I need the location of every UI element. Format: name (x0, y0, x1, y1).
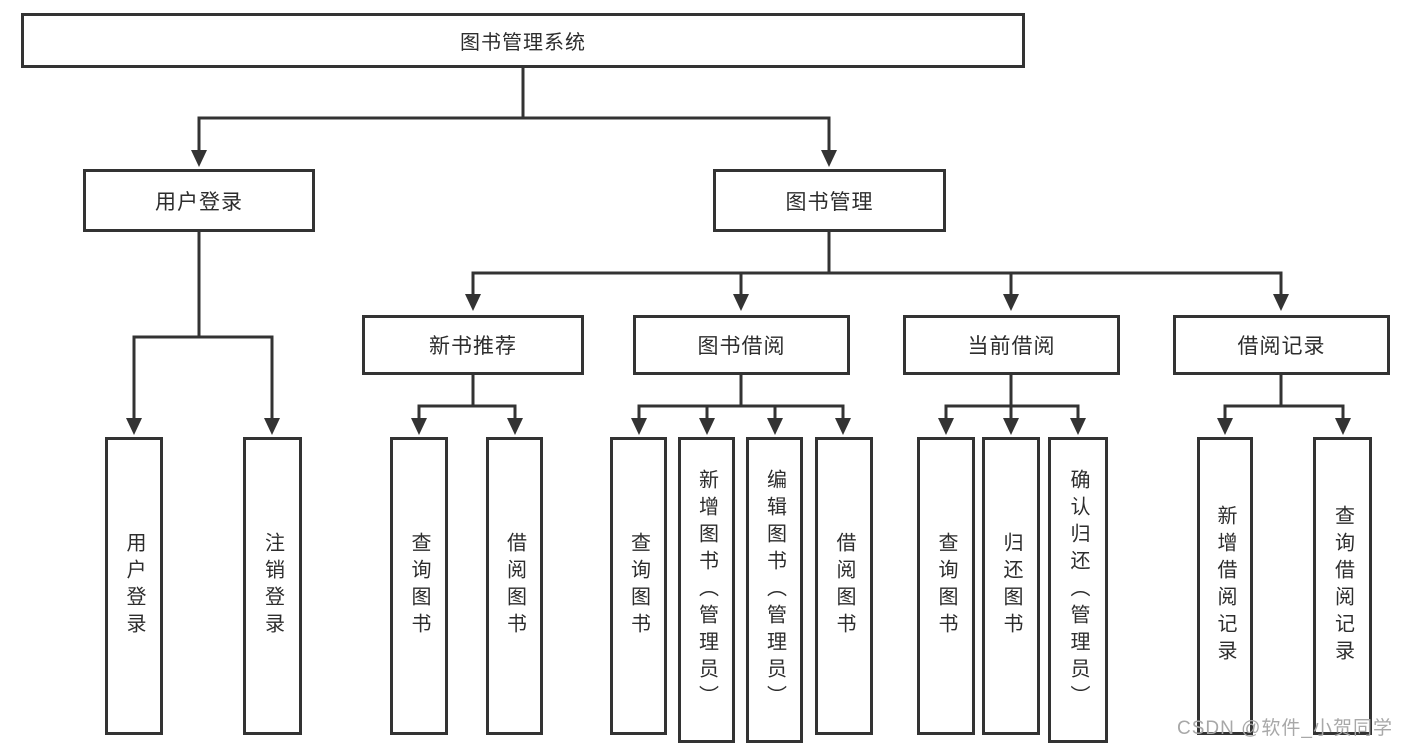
leaf-logout: 注销登录 (243, 437, 302, 735)
leaf-label: 借阅图书 (503, 532, 526, 640)
leaf-query-books-recommend: 查询图书 (390, 437, 448, 735)
leaf-query-borrow-record: 查询借阅记录 (1313, 437, 1372, 735)
watermark: CSDN @软件_小贺同学 (1177, 718, 1393, 739)
leaf-return-book: 归还图书 (982, 437, 1040, 735)
leaf-query-books-borrow: 查询图书 (610, 437, 667, 735)
node-book-borrow: 图书借阅 (633, 315, 850, 375)
leaf-label: 查询借阅记录 (1331, 505, 1354, 667)
arrowheads (126, 150, 1351, 435)
node-current-borrow: 当前借阅 (903, 315, 1120, 375)
node-new-book-recommend: 新书推荐 (362, 315, 584, 375)
leaf-label: 新增图书（管理员） (695, 468, 718, 712)
leaf-add-borrow-record: 新增借阅记录 (1197, 437, 1253, 735)
node-label: 当前借阅 (967, 335, 1056, 358)
node-label: 图书借阅 (697, 335, 786, 358)
node-borrow-records: 借阅记录 (1173, 315, 1390, 375)
node-library-management-system: 图书管理系统 (21, 13, 1025, 68)
leaf-label: 用户登录 (123, 532, 145, 640)
node-label: 用户登录 (155, 190, 243, 214)
leaf-label: 注销登录 (261, 532, 284, 640)
leaf-borrow-books: 借阅图书 (815, 437, 873, 735)
node-label: 图书管理 (785, 190, 874, 214)
leaf-confirm-return-admin: 确认归还（管理员） (1048, 437, 1108, 743)
leaf-label: 归还图书 (1000, 532, 1022, 640)
node-label: 图书管理系统 (460, 32, 586, 54)
leaf-add-book-admin: 新增图书（管理员） (678, 437, 735, 743)
node-label: 借阅记录 (1237, 335, 1326, 358)
leaf-query-books-current: 查询图书 (917, 437, 975, 735)
leaf-user-login: 用户登录 (105, 437, 163, 735)
leaf-label: 编辑图书（管理员） (763, 468, 786, 712)
node-user-login: 用户登录 (83, 169, 315, 232)
leaf-label: 确认归还（管理员） (1067, 468, 1089, 712)
leaf-label: 新增借阅记录 (1214, 505, 1236, 667)
node-book-management: 图书管理 (713, 169, 946, 232)
leaf-edit-book-admin: 编辑图书（管理员） (746, 437, 803, 743)
leaf-label: 查询图书 (627, 532, 650, 640)
node-label: 新书推荐 (429, 335, 517, 358)
leaf-label: 查询图书 (408, 532, 430, 640)
leaf-label: 借阅图书 (833, 532, 855, 640)
leaf-borrow-books-recommend: 借阅图书 (486, 437, 543, 735)
leaf-label: 查询图书 (935, 532, 957, 640)
